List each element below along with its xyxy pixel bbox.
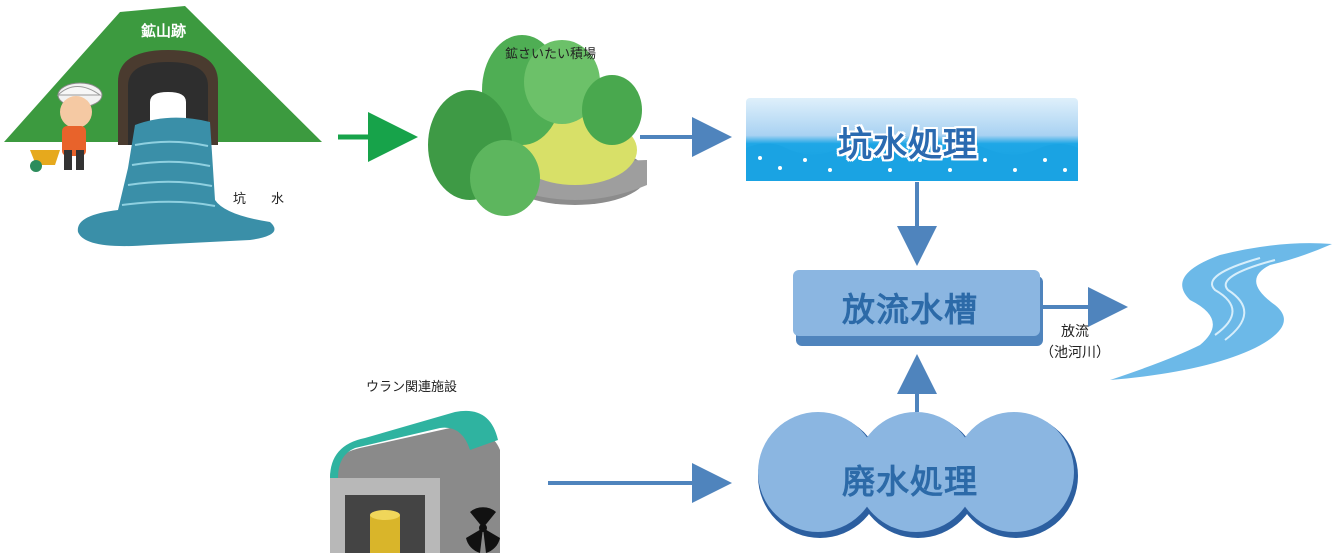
mine-water-treatment-box: [746, 98, 1078, 181]
mine-water-treatment-label: 坑水処理: [838, 125, 978, 165]
wastewater-treatment-cloud: [758, 412, 1078, 538]
uranium-facility-label: ウラン関連施設: [366, 380, 458, 395]
river-label: （池河川）: [1040, 345, 1110, 361]
mine-site-illustration: [4, 6, 322, 247]
uranium-facility-illustration: [330, 410, 500, 553]
mine-site-label: 鉱山跡: [141, 22, 187, 40]
wastewater-treatment-label: 廃水処理: [842, 462, 978, 501]
ore-stockpile-illustration: [428, 35, 647, 216]
release-label: 放流: [1061, 324, 1089, 340]
mine-water-label: 坑 水: [233, 192, 291, 207]
discharge-tank-label: 放流水槽: [842, 290, 978, 329]
ore-stockpile-label: 鉱さいたい積場: [505, 47, 597, 62]
river-illustration: [1110, 243, 1332, 380]
discharge-tank-box: [793, 270, 1043, 346]
